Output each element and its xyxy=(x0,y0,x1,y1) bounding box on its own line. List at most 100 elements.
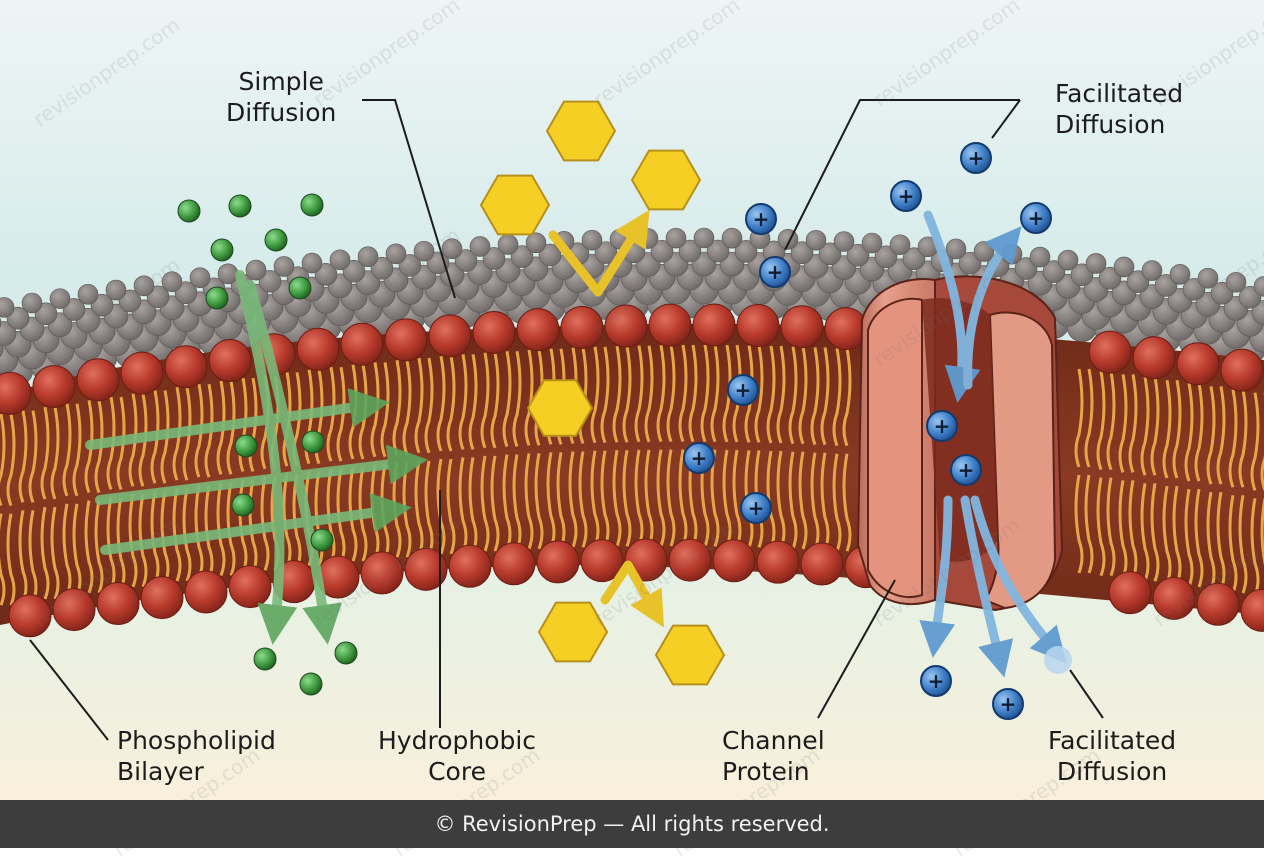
lipid-tail xyxy=(138,393,148,487)
back-head xyxy=(1197,267,1219,289)
small-molecule xyxy=(177,199,201,223)
small-molecule xyxy=(253,647,277,671)
back-head xyxy=(482,247,506,270)
lipid-tail xyxy=(424,357,434,454)
lipid-tail xyxy=(458,354,468,450)
lipid-tail xyxy=(226,482,236,577)
lipid-tail xyxy=(50,506,60,600)
back-head xyxy=(245,259,267,281)
lipid-tail xyxy=(1074,368,1084,468)
lipid-tail xyxy=(1184,488,1194,588)
back-head xyxy=(581,229,603,251)
lipid-tail xyxy=(1096,477,1106,577)
lipid-tail xyxy=(1118,374,1128,473)
bilayer-top-heads xyxy=(0,303,1264,415)
phospholipid-head xyxy=(472,310,516,354)
back-head xyxy=(1113,256,1135,278)
phospholipid-head xyxy=(184,570,228,614)
ion: + xyxy=(745,203,777,235)
phospholipid-head xyxy=(1108,571,1152,615)
phospholipid-head xyxy=(516,308,560,352)
back-head xyxy=(861,232,883,254)
phospholipid-head xyxy=(1152,576,1196,620)
lipid-tail xyxy=(1140,377,1150,476)
small-molecule xyxy=(205,286,229,310)
lipid-tail xyxy=(788,346,798,445)
phospholipid-head xyxy=(140,576,184,620)
phospholipid-head xyxy=(492,542,536,586)
back-head xyxy=(413,240,435,262)
ion-charge: + xyxy=(928,669,945,693)
lipid-tail xyxy=(50,406,60,500)
lipid-tail xyxy=(832,453,842,552)
small-molecule xyxy=(264,228,288,252)
lipid-tail xyxy=(348,466,358,562)
lipid-tail xyxy=(600,450,610,548)
phospholipid-head xyxy=(756,540,800,584)
lipid-tail xyxy=(678,344,688,443)
lipid-tail xyxy=(6,513,16,606)
back-head xyxy=(510,245,534,268)
lipid-tail xyxy=(446,458,456,555)
lipid-tail xyxy=(722,449,732,548)
back-head xyxy=(734,240,758,263)
lipid-tail xyxy=(1150,482,1160,582)
lipid-tail xyxy=(1084,474,1094,574)
lipid-tail xyxy=(1162,379,1172,479)
ion: + xyxy=(926,410,958,442)
lipid-tail xyxy=(1194,488,1204,588)
lipid-tail xyxy=(128,493,138,588)
ion-charge: + xyxy=(748,496,765,520)
back-head xyxy=(1253,276,1264,297)
lipid-tail xyxy=(436,355,446,452)
lipid-tail xyxy=(1106,477,1116,577)
back-head xyxy=(454,249,478,272)
phospholipid-head xyxy=(736,304,780,348)
large-molecule-hexagon xyxy=(537,601,609,663)
phospholipid-head xyxy=(384,318,428,362)
lipid-tail xyxy=(732,344,742,443)
lipid-tail xyxy=(1216,386,1226,485)
lipid-tail xyxy=(84,500,94,594)
back-head xyxy=(77,284,99,305)
small-molecule xyxy=(288,276,312,300)
lipid-tail xyxy=(842,348,852,447)
lipid-tail xyxy=(446,355,456,452)
ion-charge: + xyxy=(968,146,985,170)
ion: + xyxy=(683,442,715,474)
back-head xyxy=(1029,246,1051,268)
lipid-tail xyxy=(40,506,50,600)
back-head xyxy=(889,234,911,256)
lipid-tail xyxy=(1216,491,1226,591)
phospholipid-head xyxy=(1196,582,1240,626)
ion: + xyxy=(960,142,992,174)
small-molecule xyxy=(300,193,324,217)
back-head xyxy=(650,239,674,263)
back-head xyxy=(21,292,43,314)
lipid-tail xyxy=(226,380,236,475)
lipid-tail xyxy=(1118,480,1128,579)
back-head xyxy=(902,247,926,271)
lipid-tail xyxy=(204,383,214,478)
lipid-tail xyxy=(622,449,632,547)
back-head xyxy=(342,259,366,283)
back-head xyxy=(1225,271,1247,293)
lipid-tail xyxy=(568,451,578,548)
phospholipid-head xyxy=(360,551,404,595)
lipid-tail xyxy=(1206,491,1216,591)
lipid-tail xyxy=(326,468,336,564)
lipid-tail xyxy=(260,476,270,571)
small-molecule xyxy=(228,194,252,218)
lipid-tail xyxy=(28,410,38,503)
lipid-tail xyxy=(414,357,424,454)
lipid-tail xyxy=(182,386,192,481)
copyright-footer: © RevisionPrep — All rights reserved. xyxy=(0,800,1264,848)
lipid-tail xyxy=(28,510,38,603)
lipid-tail xyxy=(216,380,226,475)
lipid-tail xyxy=(480,352,490,449)
ion-charge: + xyxy=(958,458,975,482)
lipid-tail xyxy=(194,383,204,478)
lipid-tail xyxy=(18,510,28,603)
